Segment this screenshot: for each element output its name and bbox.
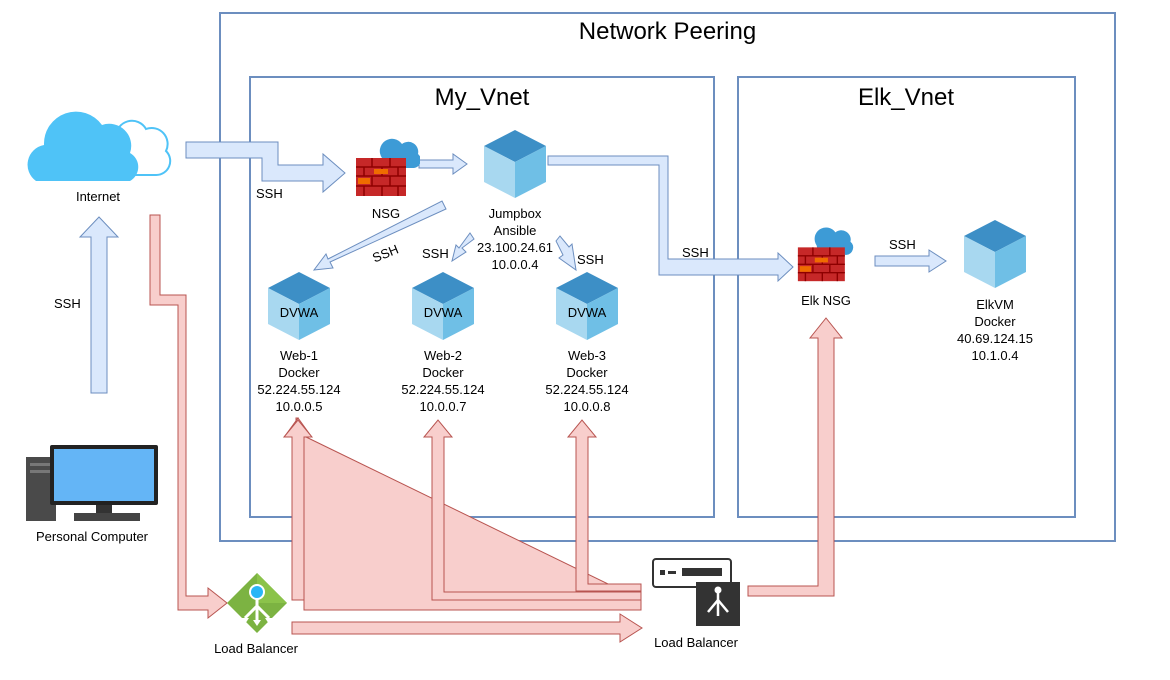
ssh-arrow-jumpbox-to-elknsg xyxy=(547,155,794,283)
lb-arrow-web1-head xyxy=(282,419,314,601)
ssh-arrow-elknsg-to-elkvm xyxy=(874,249,947,273)
web3-dvwa-badge: DVWA xyxy=(567,305,607,320)
left-load-balancer-label: Load Balancer xyxy=(214,641,298,656)
network-peering-container xyxy=(219,12,1116,542)
cloud-icon xyxy=(27,111,172,181)
web3-private-ip: 10.0.0.8 xyxy=(563,399,611,414)
network-load-balancer-icon xyxy=(652,558,740,626)
web2-name: Web-2 xyxy=(423,348,463,363)
ssh-arrow-internet-to-nsg xyxy=(185,141,346,194)
firewall-cloud-icon xyxy=(797,227,854,282)
elk-vnet-title: Elk_Vnet xyxy=(857,84,955,111)
ssh-arrow-pc-to-internet xyxy=(78,216,120,394)
jumpbox-public-ip: 23.100.24.61 xyxy=(477,240,553,255)
web1-name: Web-1 xyxy=(279,348,319,363)
elk-vnet-container xyxy=(737,76,1076,518)
lb-arrow-web2 xyxy=(422,419,642,601)
firewall-cloud-icon xyxy=(356,138,420,196)
lb-arrow-lb-to-lb xyxy=(291,613,643,643)
web1-role: Docker xyxy=(278,365,320,380)
nsg-label: NSG xyxy=(371,206,401,221)
right-load-balancer-label: Load Balancer xyxy=(654,635,738,650)
ssh-arrow-jumpbox-to-web2 xyxy=(451,232,475,263)
web2-private-ip: 10.0.0.7 xyxy=(419,399,467,414)
web1-dvwa-badge: DVWA xyxy=(279,305,319,320)
personal-computer-label: Personal Computer xyxy=(36,529,148,544)
cube-vm-icon xyxy=(484,130,546,198)
jumpbox-name: Jumpbox xyxy=(488,206,542,221)
web2-public-ip: 52.224.55.124 xyxy=(401,382,485,397)
cube-vm-icon xyxy=(556,272,618,340)
elkvm-private-ip: 10.1.0.4 xyxy=(971,348,1019,363)
web3-name: Web-3 xyxy=(567,348,607,363)
lb-arrow-web3 xyxy=(566,419,642,592)
cube-vm-icon xyxy=(412,272,474,340)
lb-arrow-lb-to-elknsg xyxy=(747,317,844,597)
ssh-arrow-nsg-to-jumpbox xyxy=(418,153,468,175)
ssh-label-internet-nsg: SSH xyxy=(256,186,283,201)
my-vnet-title: My_Vnet xyxy=(434,84,530,111)
elkvm-role: Docker xyxy=(974,314,1016,329)
web1-public-ip: 52.224.55.124 xyxy=(257,382,341,397)
web2-role: Docker xyxy=(422,365,464,380)
elkvm-name: ElkVM xyxy=(976,297,1014,312)
ssh-arrow-jumpbox-to-web3 xyxy=(555,235,577,272)
internet-label: Internet xyxy=(75,189,121,204)
jumpbox-private-ip: 10.0.0.4 xyxy=(491,257,539,272)
cube-vm-icon xyxy=(268,272,330,340)
web2-dvwa-badge: DVWA xyxy=(423,305,463,320)
desktop-computer-icon xyxy=(26,445,158,521)
jumpbox-role: Ansible xyxy=(493,223,537,238)
cube-vm-icon xyxy=(964,220,1026,288)
lb-arrow-internet-to-lb xyxy=(149,214,228,620)
web3-public-ip: 52.224.55.124 xyxy=(545,382,629,397)
ssh-label-jump-elk: SSH xyxy=(682,245,709,260)
web1-private-ip: 10.0.0.5 xyxy=(275,399,323,414)
ssh-label-jump-web2: SSH xyxy=(422,246,449,261)
ssh-arrow-jumpbox-to-web1 xyxy=(312,200,447,271)
elk-nsg-label: Elk NSG xyxy=(801,293,851,308)
network-peering-title: Network Peering xyxy=(578,18,757,45)
my-vnet-container xyxy=(249,76,715,518)
azure-load-balancer-icon xyxy=(227,573,287,633)
ssh-label-jump-web3: SSH xyxy=(577,252,604,267)
ssh-label-elknsg-elkvm: SSH xyxy=(889,237,916,252)
ssh-label-pc-internet: SSH xyxy=(54,296,81,311)
elkvm-public-ip: 40.69.124.15 xyxy=(957,331,1033,346)
web3-role: Docker xyxy=(566,365,608,380)
